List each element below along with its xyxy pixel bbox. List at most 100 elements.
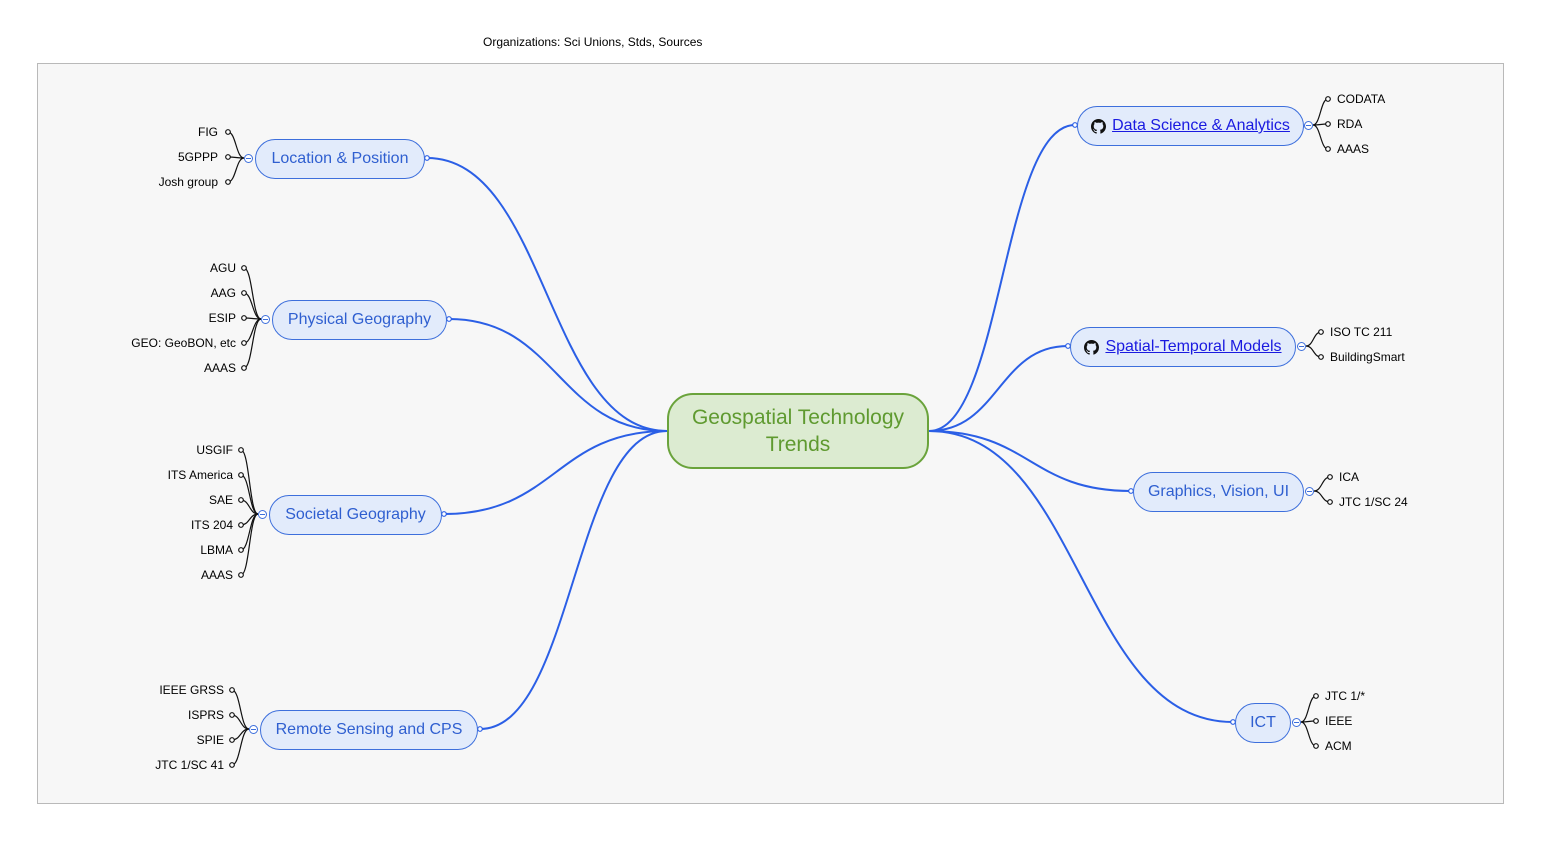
leaf-joint-societal-5: [238, 572, 244, 578]
collapse-toggle-societal[interactable]: [258, 510, 267, 519]
leaf-line-location-2: [227, 157, 245, 183]
leaf-physical-1[interactable]: AAG: [210, 286, 236, 300]
leaf-physical-0[interactable]: AGU: [209, 261, 236, 275]
leaf-line-societal-5: [240, 513, 259, 576]
topic-graphics-vision[interactable]: Graphics, Vision, UI: [1133, 472, 1304, 512]
topic-societal-geography[interactable]: Societal Geography: [269, 495, 442, 535]
leaf-ict-0[interactable]: JTC 1/*: [1325, 689, 1366, 703]
page-title: Organizations: Sci Unions, Stds, Sources: [483, 35, 703, 49]
topic-label: Location & Position: [271, 150, 409, 167]
leaf-line-graphics-0: [1313, 476, 1331, 492]
leaf-remote-1[interactable]: ISPRS: [187, 708, 224, 722]
topic-link-label[interactable]: Data Science & Analytics: [1112, 117, 1290, 134]
branch-joint-physical: [446, 316, 452, 322]
topic-link-label[interactable]: Spatial-Temporal Models: [1105, 338, 1282, 355]
leaf-line-location-0: [227, 131, 245, 159]
topic-physical-geography[interactable]: Physical Geography: [272, 300, 447, 340]
leaf-joint-ict-0: [1313, 693, 1319, 699]
leaf-line-datasci-2: [1312, 124, 1329, 150]
leaf-physical-4[interactable]: AAAS: [203, 361, 236, 375]
leaf-joint-societal-4: [238, 547, 244, 553]
branch-line-location: [426, 157, 668, 432]
collapse-toggle-physical[interactable]: [261, 315, 270, 324]
collapse-toggle-ict[interactable]: [1292, 718, 1301, 727]
leaf-spatial-1[interactable]: BuildingSmart: [1330, 350, 1405, 364]
leaf-joint-remote-1: [229, 712, 235, 718]
central-topic-line2: Trends: [765, 433, 831, 456]
branch-line-physical: [448, 318, 668, 432]
leaf-societal-1[interactable]: ITS America: [167, 468, 233, 482]
branch-joint-societal: [441, 511, 447, 517]
leaf-location-0[interactable]: FIG: [198, 125, 218, 139]
leaf-datasci-2[interactable]: AAAS: [1337, 142, 1370, 156]
leaf-graphics-1[interactable]: JTC 1/SC 24: [1339, 495, 1408, 509]
leaf-joint-spatial-1: [1318, 354, 1324, 360]
leaf-physical-3[interactable]: GEO: GeoBON, etc: [131, 336, 236, 350]
leaf-societal-2[interactable]: SAE: [208, 493, 233, 507]
leaf-joint-graphics-0: [1327, 474, 1333, 480]
topic-spatial-temporal[interactable]: Spatial-Temporal Models: [1070, 327, 1296, 367]
leaf-joint-physical-2: [241, 315, 247, 321]
leaf-joint-datasci-1: [1325, 121, 1331, 127]
leaf-joint-physical-0: [241, 265, 247, 271]
topic-ict[interactable]: ICT: [1235, 703, 1291, 743]
topic-label: Societal Geography: [285, 506, 426, 523]
branch-line-remote: [479, 430, 668, 730]
branch-line-societal: [443, 430, 668, 515]
branch-joint-remote: [477, 726, 483, 732]
leaf-line-graphics-1: [1313, 490, 1331, 503]
github-icon: [1084, 339, 1100, 355]
leaf-remote-3[interactable]: JTC 1/SC 41: [155, 758, 224, 772]
leaf-societal-0[interactable]: USGIF: [196, 443, 233, 457]
collapse-toggle-datasci[interactable]: [1304, 121, 1313, 130]
collapse-toggle-location[interactable]: [244, 154, 253, 163]
leaf-joint-remote-3: [229, 762, 235, 768]
leaf-spatial-0[interactable]: ISO TC 211: [1330, 325, 1393, 339]
leaf-ict-2[interactable]: ACM: [1325, 739, 1352, 753]
leaf-societal-3[interactable]: ITS 204: [190, 518, 233, 532]
topic-label: Remote Sensing and CPS: [275, 721, 463, 738]
leaf-societal-5[interactable]: AAAS: [200, 568, 233, 582]
collapse-toggle-graphics[interactable]: [1305, 487, 1314, 496]
leaf-joint-physical-4: [241, 365, 247, 371]
leaf-joint-location-0: [225, 129, 231, 135]
leaf-ict-1[interactable]: IEEE: [1325, 714, 1353, 728]
leaf-joint-ict-2: [1313, 743, 1319, 749]
leaf-joint-societal-2: [238, 497, 244, 503]
leaf-line-ict-0: [1300, 695, 1317, 723]
leaf-societal-4[interactable]: LBMA: [200, 543, 233, 557]
leaf-joint-datasci-0: [1325, 96, 1331, 102]
branch-line-ict: [928, 430, 1234, 723]
topic-data-science[interactable]: Data Science & Analytics: [1077, 106, 1304, 146]
leaf-datasci-0[interactable]: CODATA: [1337, 92, 1386, 106]
collapse-toggle-spatial[interactable]: [1297, 342, 1306, 351]
leaf-line-spatial-0: [1305, 331, 1322, 347]
leaf-graphics-0[interactable]: ICA: [1339, 470, 1360, 484]
leaf-joint-ict-1: [1313, 718, 1319, 724]
branch-line-spatial: [928, 345, 1069, 432]
leaf-joint-remote-2: [229, 737, 235, 743]
leaf-location-2[interactable]: Josh group: [158, 175, 218, 189]
leaf-remote-2[interactable]: SPIE: [196, 733, 224, 747]
topic-label: ICT: [1250, 714, 1276, 731]
leaf-joint-remote-0: [229, 687, 235, 693]
leaf-joint-societal-0: [238, 447, 244, 453]
leaf-datasci-1[interactable]: RDA: [1337, 117, 1363, 131]
leaf-joint-societal-3: [238, 522, 244, 528]
leaf-line-societal-0: [240, 449, 259, 515]
leaf-physical-2[interactable]: ESIP: [208, 311, 236, 325]
leaf-joint-graphics-1: [1327, 499, 1333, 505]
leaf-joint-physical-3: [241, 340, 247, 346]
collapse-toggle-remote[interactable]: [249, 725, 258, 734]
topic-label: Physical Geography: [287, 311, 432, 328]
topic-remote-sensing[interactable]: Remote Sensing and CPS: [260, 710, 478, 750]
topic-location-position[interactable]: Location & Position: [255, 139, 425, 179]
leaf-joint-datasci-2: [1325, 146, 1331, 152]
leaf-line-physical-3: [243, 318, 262, 344]
leaf-joint-spatial-0: [1318, 329, 1324, 335]
leaf-location-1[interactable]: 5GPPP: [177, 150, 218, 164]
github-icon: [1091, 118, 1107, 134]
leaf-remote-0[interactable]: IEEE GRSS: [159, 683, 224, 697]
